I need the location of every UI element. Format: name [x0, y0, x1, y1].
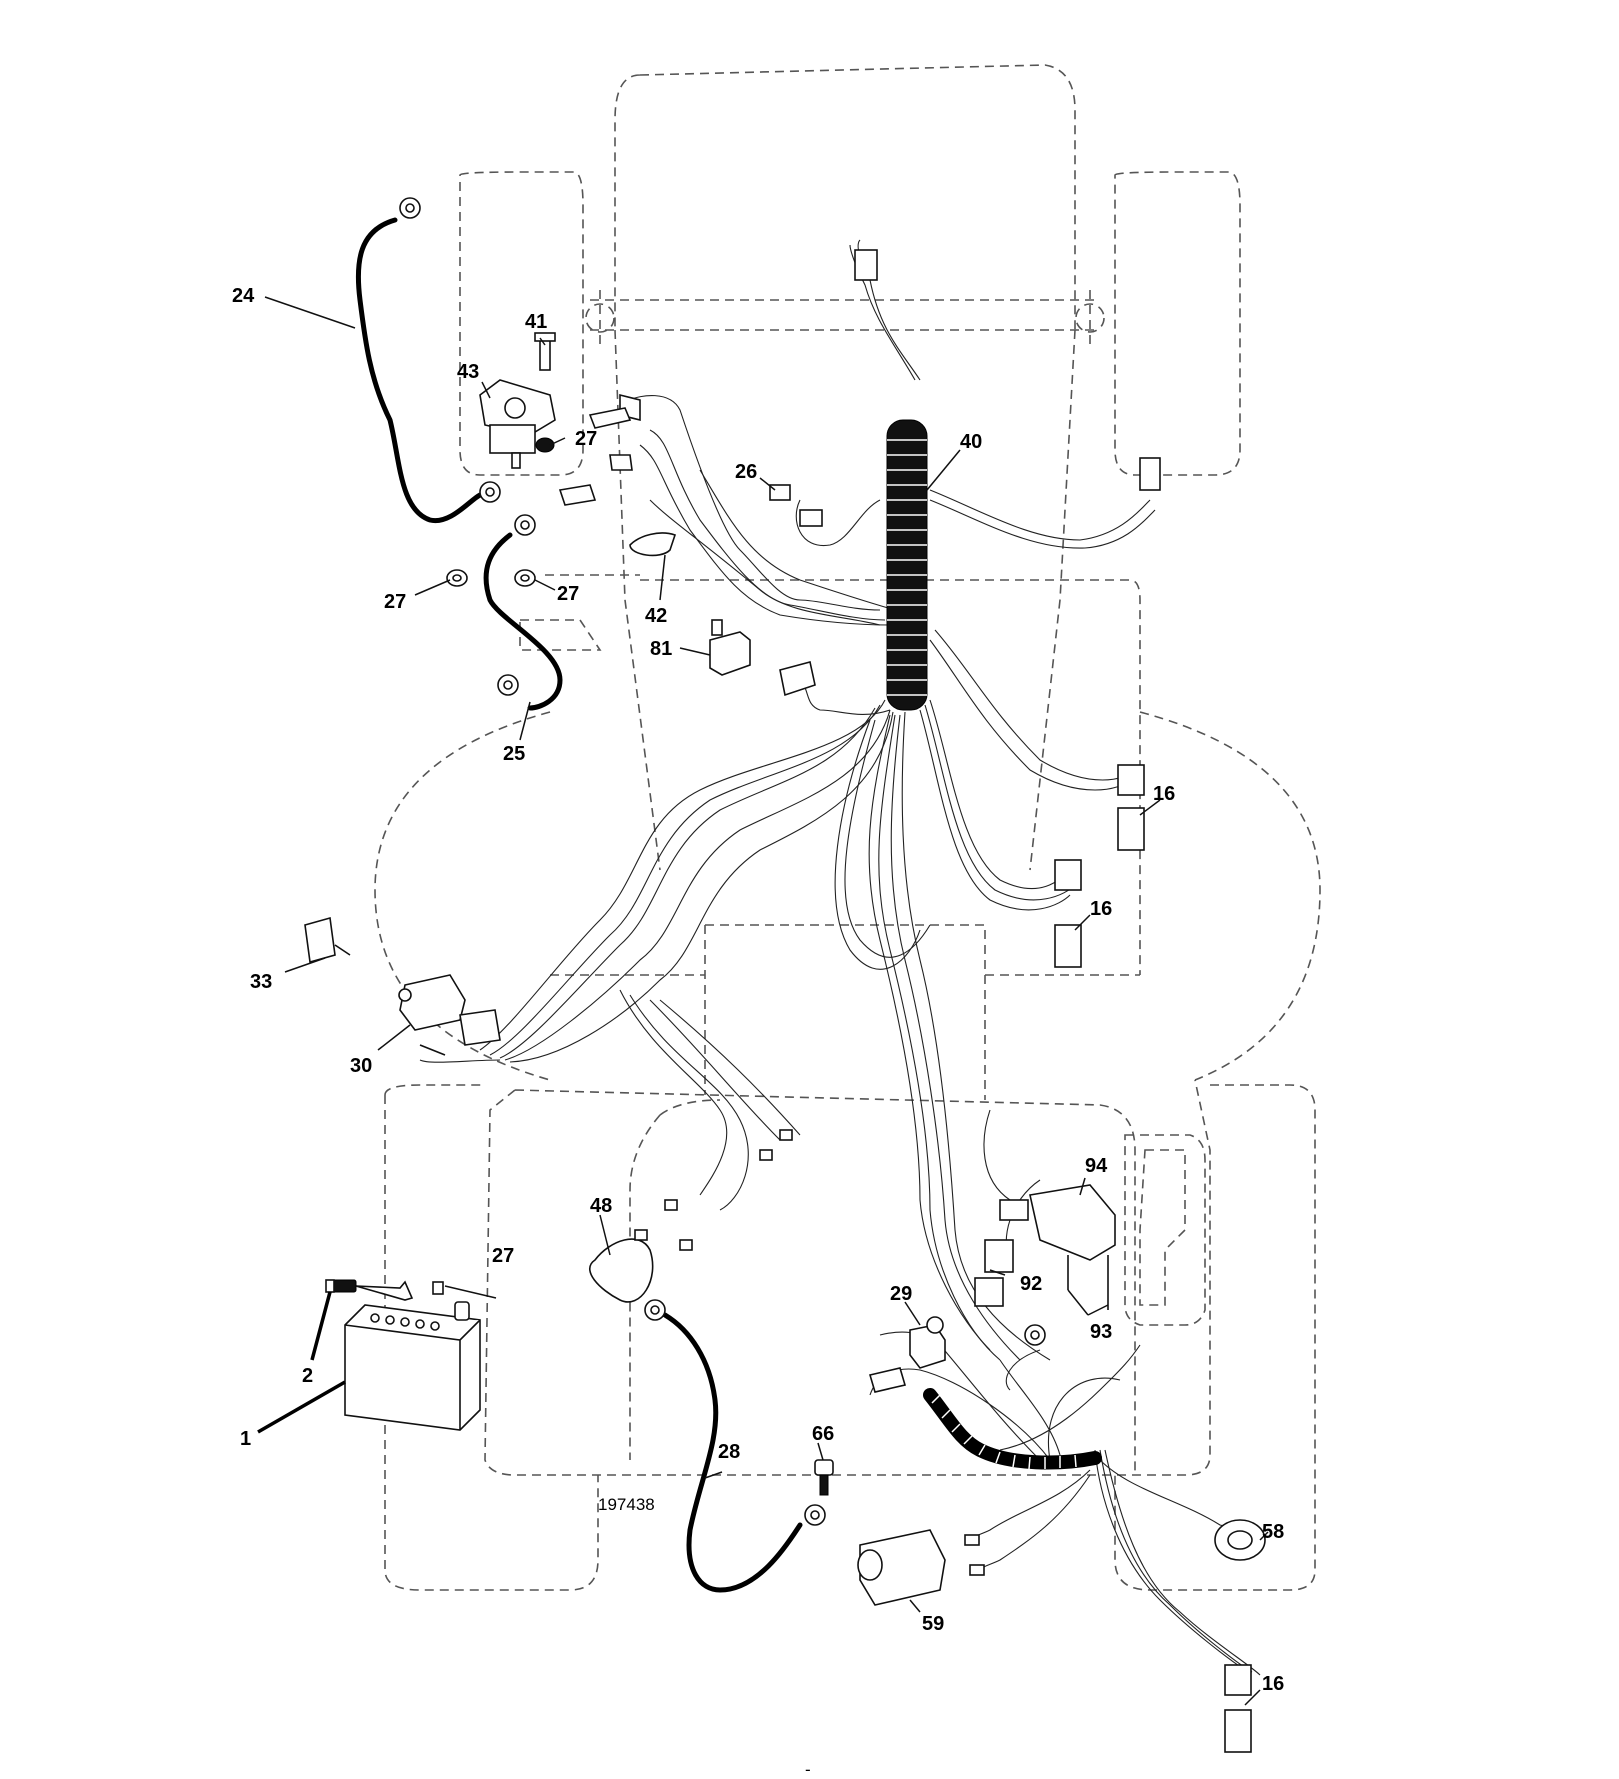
- callout-2: 2: [302, 1365, 313, 1387]
- rear-conduit: [923, 1388, 1102, 1470]
- screws-93: [1067, 1255, 1109, 1310]
- callout-93: 93: [1090, 1321, 1112, 1343]
- key: [304, 916, 351, 964]
- rear-left-tire-outline: [384, 1084, 599, 1591]
- terminals-rear: [964, 1534, 985, 1576]
- steering-outline: [519, 619, 602, 651]
- seat-outline: [550, 924, 1140, 1100]
- callout-28: 28: [718, 1441, 740, 1463]
- callout-66: 66: [812, 1423, 834, 1445]
- callout-41: 41: [525, 311, 547, 333]
- callout-27-a: 27: [575, 428, 597, 450]
- harness-conduit: [886, 419, 928, 711]
- deck-outline: [484, 1079, 1211, 1476]
- callout-58: 58: [1262, 1521, 1284, 1543]
- rear-right-wheel-outline: [1139, 711, 1321, 1081]
- callout-27-b: 27: [384, 591, 406, 613]
- callout-94: 94: [1085, 1155, 1108, 1177]
- connectors-front: [558, 249, 1161, 557]
- ignition-module: [909, 1316, 946, 1369]
- callout-24: 24: [232, 285, 255, 307]
- front-left-wheel-outline: [459, 171, 584, 476]
- callout-43: 43: [457, 361, 479, 383]
- callout-59: 59: [922, 1613, 944, 1635]
- grill-outline: [1124, 1134, 1206, 1326]
- ignition-switch: [398, 974, 466, 1031]
- wire-harness: [419, 239, 1261, 1676]
- callout-30: 30: [350, 1055, 372, 1077]
- hex-nuts: [446, 437, 555, 587]
- switch-92: [974, 1199, 1029, 1307]
- connector-small: [779, 661, 816, 697]
- callouts: 1 2 16 16 16 24 25 26 27 27 27 27 28 29 …: [232, 285, 1284, 1695]
- callout-48: 48: [590, 1195, 612, 1217]
- horn-58: [1214, 1519, 1266, 1561]
- callout-92: 92: [1020, 1273, 1042, 1295]
- switch-94: [1029, 1184, 1116, 1261]
- cable-24: [355, 217, 483, 524]
- connector-29: [868, 1367, 907, 1393]
- leader-lines: [257, 296, 1269, 1706]
- footer-mark: -: [805, 1760, 811, 1779]
- callout-81: 81: [650, 638, 672, 660]
- battery-strap: [355, 1280, 444, 1301]
- hood-outline: [614, 64, 1076, 330]
- rear-left-wheel-outline: [374, 711, 551, 1081]
- seat-area-outline: [629, 1099, 721, 1460]
- regulator-59: [857, 1529, 946, 1606]
- drawing-number: 197438: [598, 1495, 655, 1514]
- cable-28: [662, 1312, 803, 1593]
- callout-40: 40: [960, 431, 982, 453]
- seat-switch-area: [589, 1129, 793, 1303]
- switch-connectors: [419, 1009, 501, 1056]
- solenoid: [479, 379, 556, 469]
- battery: [344, 1301, 481, 1431]
- callout-26: 26: [735, 461, 757, 483]
- callout-27-d: 27: [492, 1245, 514, 1267]
- callout-27-c: 27: [557, 583, 579, 605]
- rear-right-tire-outline: [1114, 1084, 1316, 1591]
- callout-42: 42: [645, 605, 667, 627]
- front-right-wheel-outline: [1114, 171, 1241, 476]
- callout-1: 1: [240, 1428, 251, 1450]
- callout-33: 33: [250, 971, 272, 993]
- callout-25: 25: [503, 743, 525, 765]
- battery-bolt: [325, 1279, 357, 1293]
- bolt-66: [814, 1459, 834, 1496]
- callout-16-c: 16: [1262, 1673, 1284, 1695]
- relay: [709, 619, 751, 676]
- callout-29: 29: [890, 1283, 912, 1305]
- frame-outline: [545, 329, 1141, 975]
- solenoid-bolt: [534, 332, 556, 371]
- front-axle-outline: [590, 290, 1100, 345]
- callout-16-b: 16: [1090, 898, 1112, 920]
- callout-16-a: 16: [1153, 783, 1175, 805]
- tractor-outline: [374, 64, 1321, 1591]
- ring-terminals: [399, 197, 1046, 1526]
- cable-25: [483, 532, 563, 711]
- connectors-16: [1054, 764, 1252, 1753]
